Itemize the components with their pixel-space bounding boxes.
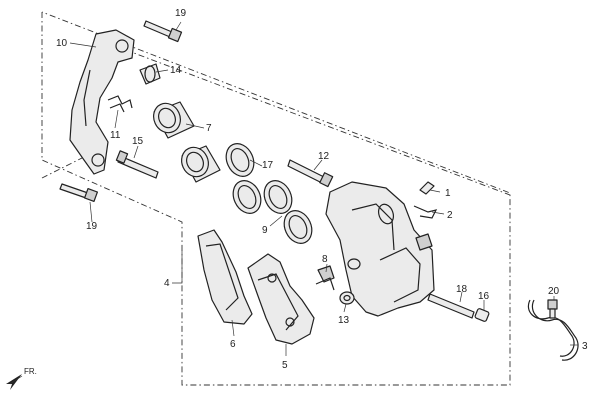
callout-12: 12 <box>318 151 330 162</box>
bleeder-cap <box>413 205 438 219</box>
caliper-body <box>325 181 435 317</box>
callout-8: 8 <box>322 254 328 265</box>
piston-seal-lower <box>283 210 313 244</box>
bracket-bolt-lower <box>59 183 99 203</box>
callout-15: 15 <box>132 136 144 147</box>
caliper-bracket <box>69 29 135 175</box>
pad-pin <box>427 293 475 319</box>
slide-pin-lower <box>115 150 159 179</box>
callout-14: 14 <box>170 65 182 76</box>
brake-pad-outer <box>247 253 315 345</box>
dust-seal-lower <box>232 180 262 214</box>
leader-lines <box>69 21 578 356</box>
bolt-frame-line <box>41 149 99 179</box>
dust-seal-upper <box>225 143 255 177</box>
callout-5: 5 <box>282 360 288 371</box>
piston-seal-upper <box>263 180 293 214</box>
arrow-icon <box>6 374 22 390</box>
callout-18: 18 <box>456 284 468 295</box>
callout-2: 2 <box>447 210 453 221</box>
caliper-piston-upper <box>153 101 195 139</box>
assembly-frame-diagonal <box>125 49 511 196</box>
callout-9: 9 <box>262 225 268 236</box>
clip-bolt <box>547 299 558 319</box>
callout-1: 1 <box>445 188 451 199</box>
callout-6: 6 <box>230 339 236 350</box>
callout-20: 20 <box>548 286 560 297</box>
callout-11: 11 <box>110 130 121 141</box>
pin-plug <box>339 291 355 305</box>
brake-hose-clip <box>527 299 579 361</box>
callout-19-lower: 19 <box>86 221 98 232</box>
callout-10: 10 <box>56 38 68 49</box>
caliper-slide-pin <box>287 159 334 188</box>
brake-pad-inner <box>197 229 253 325</box>
callout-3: 3 <box>582 341 588 352</box>
caliper-piston-lower <box>181 145 221 183</box>
callout-4: 4 <box>164 278 170 289</box>
front-direction-label: FR. <box>24 367 37 376</box>
callout-13: 13 <box>338 315 350 326</box>
pad-spring <box>315 265 335 291</box>
callout-7: 7 <box>206 123 212 134</box>
retainer-clip <box>107 95 133 113</box>
callout-17: 17 <box>262 160 274 171</box>
callout-16: 16 <box>478 291 490 302</box>
pin-boot <box>139 63 161 85</box>
assembly-frame <box>41 11 511 386</box>
callout-19-upper: 19 <box>175 8 187 19</box>
front-direction-indicator: FR. <box>6 367 37 390</box>
bracket-bolt-upper <box>143 20 183 43</box>
pad-pin-plug <box>474 308 490 322</box>
bleeder-screw <box>419 181 435 195</box>
